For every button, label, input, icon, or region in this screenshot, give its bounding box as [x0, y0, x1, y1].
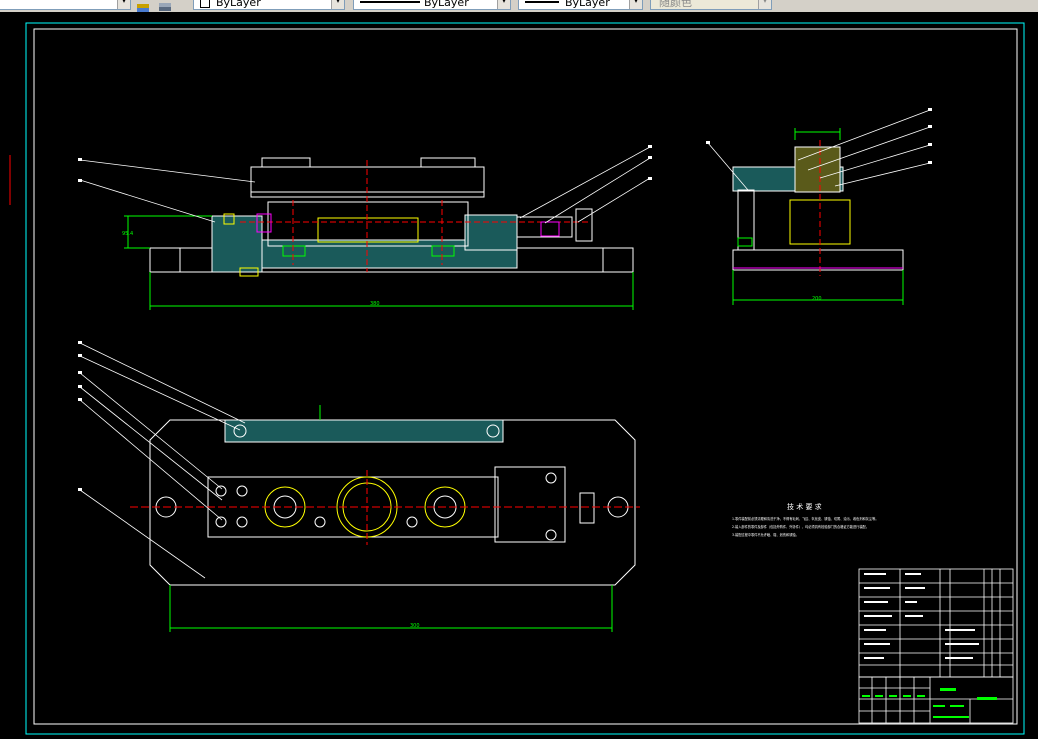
title-block — [858, 676, 1014, 724]
tech-note-3: 3.装配过程中零件不允许磕、碰、划伤和锈蚀。 — [732, 532, 799, 537]
linetype-dropdown[interactable]: ByLayer ▾ — [353, 0, 511, 10]
chevron-down-icon[interactable]: ▾ — [758, 0, 771, 9]
sheet-border — [25, 22, 1025, 735]
layer-states-icon[interactable] — [136, 0, 150, 12]
drawing-svg: 380 95.4 200 — [9, 22, 1025, 735]
color-swatch-icon — [200, 0, 210, 8]
linetype-preview — [360, 1, 420, 3]
bill-of-materials — [858, 568, 1014, 678]
front-view — [124, 157, 634, 310]
properties-toolbar: ▾ ByLayer ▾ ByLayer ▾ ByLayer ▾ 随颜色 ▾ — [0, 0, 1038, 13]
tech-note-1: 1.零件装配前必须清理和清洗干净，不得有毛刺、飞边、氧化皮、锈蚀、切屑、油污、着… — [732, 516, 878, 521]
tech-note-2: 2.装入部件的零件及部件（包括外购件、外协件），均必须具有检验部门的合格证方能进… — [732, 524, 869, 529]
chevron-down-icon[interactable]: ▾ — [497, 0, 510, 9]
lineweight-dropdown[interactable]: ByLayer ▾ — [518, 0, 643, 10]
chevron-down-icon[interactable]: ▾ — [117, 0, 130, 9]
dim-plan-width: 300 — [410, 623, 420, 629]
plan-view — [130, 405, 640, 632]
previous-layer-dropdown[interactable]: ▾ — [0, 0, 131, 10]
plot-style-dropdown[interactable]: 随颜色 ▾ — [650, 0, 772, 10]
drawing-canvas[interactable]: 380 95.4 200 — [0, 12, 1038, 739]
lineweight-preview — [525, 1, 559, 3]
plot-style-value: 随颜色 — [659, 0, 692, 9]
drawing-frame — [33, 28, 1018, 725]
dim-height: 95.4 — [122, 231, 133, 237]
chevron-down-icon[interactable]: ▾ — [629, 0, 642, 9]
color-layer-value: ByLayer — [216, 0, 261, 9]
layer-manager-icon[interactable] — [158, 0, 172, 11]
dim-front-width: 380 — [370, 301, 380, 307]
tech-notes-title: 技 术 要 求 — [787, 502, 822, 511]
dim-side-width: 200 — [812, 296, 822, 302]
chevron-down-icon[interactable]: ▾ — [331, 0, 344, 9]
color-layer-dropdown[interactable]: ByLayer ▾ — [193, 0, 345, 10]
side-view — [732, 128, 904, 305]
lineweight-value: ByLayer — [565, 0, 610, 9]
linetype-value: ByLayer — [424, 0, 469, 9]
